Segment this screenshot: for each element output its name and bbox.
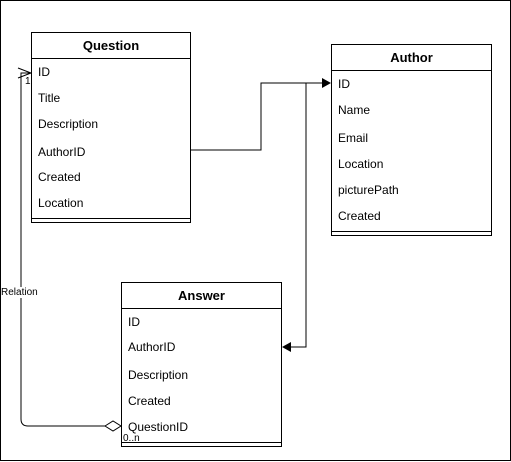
answer-title: Answer xyxy=(122,283,281,309)
author-field-email[interactable]: Email xyxy=(338,131,369,145)
question-title: Question xyxy=(32,33,190,59)
author-field-location[interactable]: Location xyxy=(338,157,384,171)
question-entity[interactable]: Question ID Title Description AuthorID C… xyxy=(31,32,191,223)
answer-field-id[interactable]: ID xyxy=(128,315,140,329)
author-field-id[interactable]: ID xyxy=(338,77,350,91)
author-field-name[interactable]: Name xyxy=(338,103,371,117)
answer-entity[interactable]: Answer ID AuthorID Description Created Q… xyxy=(121,282,282,447)
author-answer-connector[interactable] xyxy=(290,83,307,348)
answer-field-created[interactable]: Created xyxy=(128,394,171,408)
answer-footer xyxy=(122,442,281,443)
arrowhead-answer-icon xyxy=(282,342,291,352)
target-cardinality-label: 0..n xyxy=(123,433,140,444)
author-title: Author xyxy=(332,45,491,71)
author-field-created[interactable]: Created xyxy=(338,209,381,223)
answer-field-description[interactable]: Description xyxy=(128,368,189,382)
source-cardinality-label: 1 xyxy=(25,76,31,87)
author-entity[interactable]: Author ID Name Email Location picturePat… xyxy=(331,44,492,236)
aggregation-diamond-icon xyxy=(104,420,122,432)
question-field-id[interactable]: ID xyxy=(38,65,50,79)
answer-field-authorid[interactable]: AuthorID xyxy=(128,340,176,354)
question-footer xyxy=(32,218,190,219)
question-author-connector[interactable] xyxy=(191,82,323,151)
answer-field-questionid[interactable]: QuestionID xyxy=(128,420,189,434)
question-field-description[interactable]: Description xyxy=(38,117,99,131)
question-field-authorid[interactable]: AuthorID xyxy=(38,145,86,159)
relation-connector[interactable] xyxy=(20,72,105,427)
author-footer xyxy=(332,231,491,232)
arrowhead-author-icon xyxy=(322,78,331,88)
question-field-title[interactable]: Title xyxy=(38,91,61,105)
relation-label: Relation xyxy=(1,287,38,298)
question-field-location[interactable]: Location xyxy=(38,196,84,210)
author-field-picturepath[interactable]: picturePath xyxy=(338,183,399,197)
question-field-created[interactable]: Created xyxy=(38,170,81,184)
